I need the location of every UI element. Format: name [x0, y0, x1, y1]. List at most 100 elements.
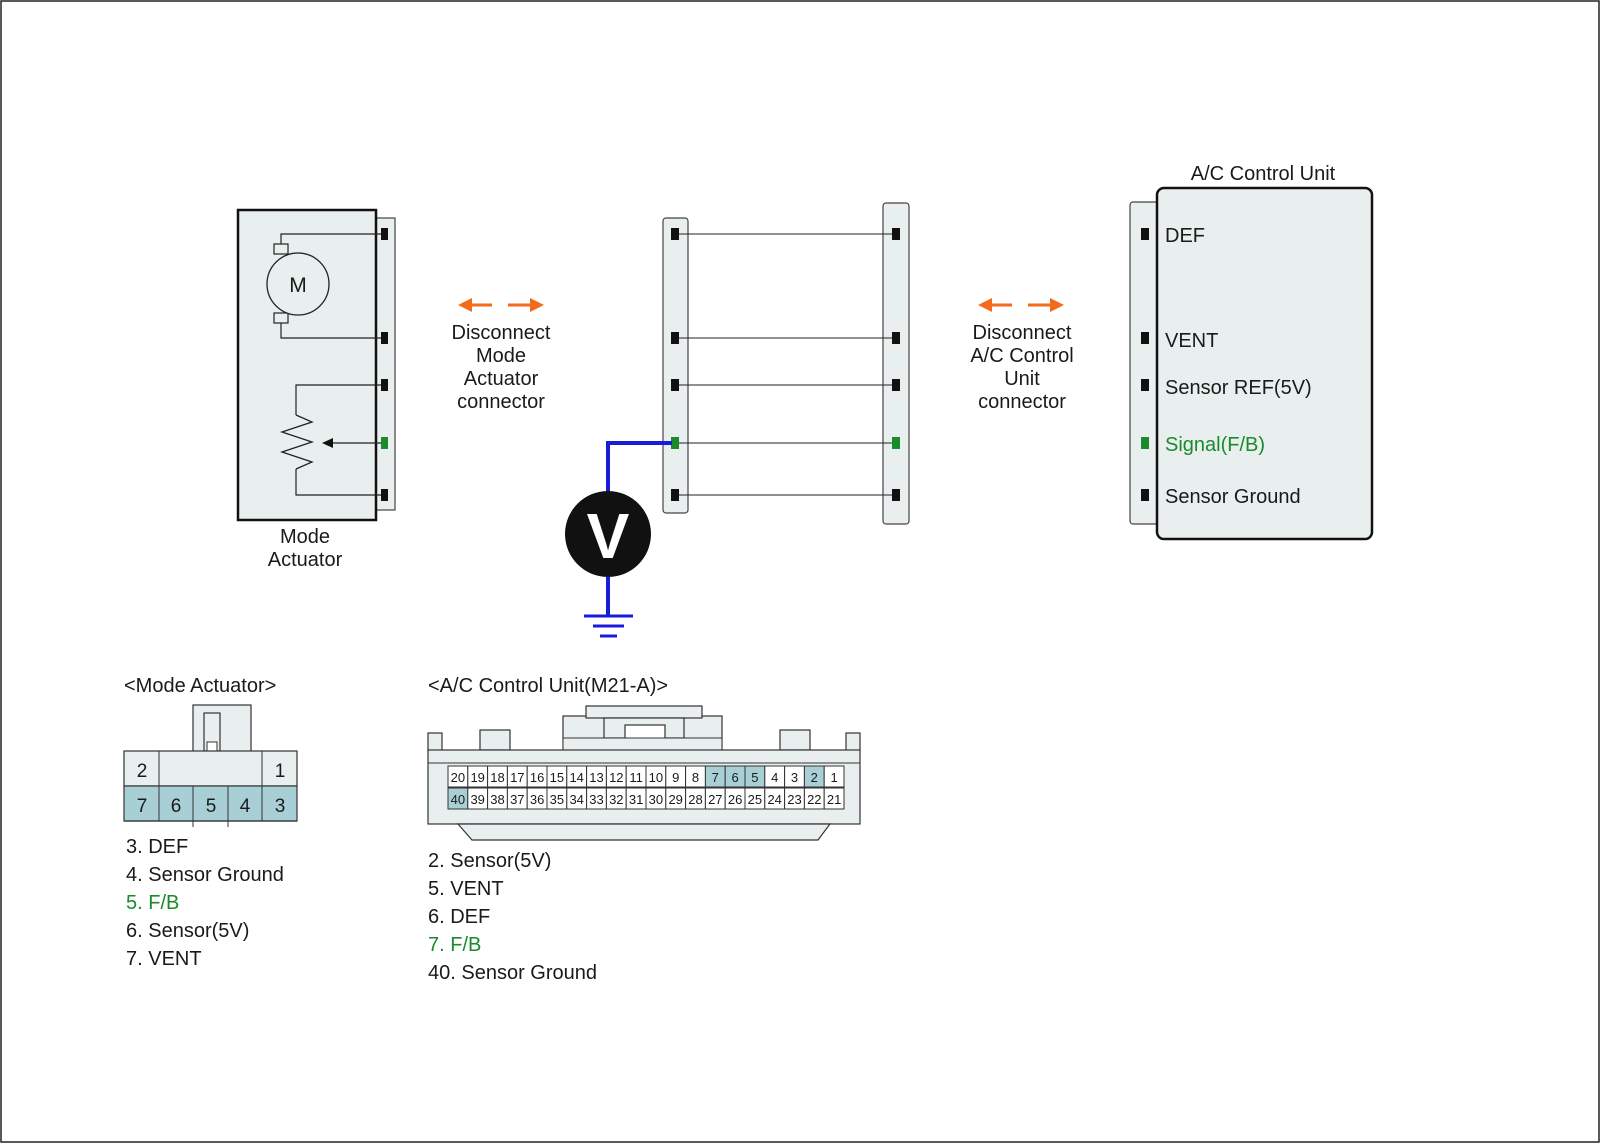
- actuator-label-line2: Actuator: [268, 549, 343, 571]
- ac-pin-number: 40: [451, 792, 465, 807]
- actuator-pin: [381, 379, 388, 391]
- ac-pin-number: 6: [731, 770, 738, 785]
- ac-legend-item: 6. DEF: [428, 906, 490, 928]
- disconnect-right-line: Unit: [1004, 368, 1040, 390]
- disconnect-right-line: Disconnect: [973, 322, 1072, 344]
- disconnect-left-line: Mode: [476, 345, 526, 367]
- actuator-pin-number: 4: [240, 796, 251, 817]
- actuator-pin-number: 3: [275, 796, 286, 817]
- actuator-connector-strip: [375, 217, 396, 511]
- voltmeter-icon: V: [565, 491, 651, 577]
- ac-pin-label-sensor-ref: Sensor REF(5V): [1165, 377, 1312, 399]
- ac-pin-number: 18: [490, 770, 504, 785]
- actuator-connector-face: <Mode Actuator> 2 1 7 6 5 4 3: [123, 675, 298, 827]
- ac-connector-title: <A/C Control Unit(M21-A)>: [428, 675, 668, 697]
- ac-unit-pin: [1141, 379, 1149, 391]
- ac-pin-number: 19: [470, 770, 484, 785]
- double-arrow-icon: [978, 298, 1064, 312]
- ac-pin-label-sensor-ground: Sensor Ground: [1165, 486, 1301, 508]
- actuator-legend: 3. DEF 4. Sensor Ground 5. F/B 6. Sensor…: [126, 836, 284, 970]
- ac-pin-number: 32: [609, 792, 623, 807]
- ac-legend: 2. Sensor(5V) 5. VENT 6. DEF 7. F/B 40. …: [428, 850, 597, 984]
- ac-unit-title: A/C Control Unit: [1191, 163, 1336, 185]
- ac-pin-number: 37: [510, 792, 524, 807]
- ac-pin-label-vent: VENT: [1165, 330, 1218, 352]
- harness-pin: [671, 489, 679, 501]
- ac-pin-number: 29: [668, 792, 682, 807]
- actuator-pin-number: 7: [137, 796, 148, 817]
- ac-pin-number: 25: [748, 792, 762, 807]
- double-arrow-icon: [458, 298, 544, 312]
- ac-pin-number: 33: [589, 792, 603, 807]
- ac-pin-number: 3: [791, 770, 798, 785]
- ac-unit-pin-signal: [1141, 437, 1149, 449]
- ac-pin-number: 38: [490, 792, 504, 807]
- wiring-harness: [662, 202, 910, 525]
- actuator-pin-number: 6: [171, 796, 182, 817]
- actuator-pin-signal: [381, 437, 388, 449]
- ac-unit-pin: [1141, 228, 1149, 240]
- harness-pin-signal: [671, 437, 679, 449]
- actuator-label-line1: Mode: [280, 526, 330, 548]
- ac-pin-label-signal: Signal(F/B): [1165, 434, 1265, 456]
- ac-pin-number: 17: [510, 770, 524, 785]
- harness-connector-left: [662, 217, 689, 514]
- actuator-pin: [381, 332, 388, 344]
- actuator-pin-number: 5: [206, 796, 217, 817]
- ac-unit-connector-strip: [1129, 201, 1159, 525]
- harness-pin: [671, 332, 679, 344]
- ac-pin-number: 36: [530, 792, 544, 807]
- harness-pin: [892, 332, 900, 344]
- ac-pin-number: 20: [451, 770, 465, 785]
- potentiometer-icon: [279, 384, 385, 496]
- disconnect-right-line: connector: [978, 391, 1066, 413]
- actuator-legend-item: 3. DEF: [126, 836, 188, 858]
- ac-legend-item: 40. Sensor Ground: [428, 962, 597, 984]
- ac-pin-number: 21: [827, 792, 841, 807]
- actuator-connector-title: <Mode Actuator>: [124, 675, 276, 697]
- ac-pin-cell: [823, 765, 845, 788]
- ac-pin-number: 39: [470, 792, 484, 807]
- ac-pin-number: 23: [787, 792, 801, 807]
- ac-pin-number: 10: [649, 770, 663, 785]
- ac-control-unit: A/C Control Unit DEF VENT Sensor REF(5V)…: [1129, 163, 1374, 541]
- ac-legend-item: 2. Sensor(5V): [428, 850, 551, 872]
- connector-latch: [192, 704, 252, 753]
- ac-pin-number: 16: [530, 770, 544, 785]
- ac-pin-number: 1: [830, 770, 837, 785]
- ground-icon: [584, 614, 633, 638]
- actuator-pin: [381, 228, 388, 240]
- actuator-pin: [381, 489, 388, 501]
- disconnect-left-line: Actuator: [464, 368, 539, 390]
- actuator-pin-number: 2: [137, 761, 148, 782]
- ac-unit-pin: [1141, 489, 1149, 501]
- ac-pin-cell: [823, 787, 845, 810]
- ac-legend-item: 5. VENT: [428, 878, 504, 900]
- ac-legend-item-fb: 7. F/B: [428, 934, 481, 956]
- actuator-legend-item: 4. Sensor Ground: [126, 864, 284, 886]
- ac-pin-number: 35: [550, 792, 564, 807]
- harness-pin: [671, 379, 679, 391]
- actuator-legend-item-fb: 5. F/B: [126, 892, 179, 914]
- ac-pin-number: 26: [728, 792, 742, 807]
- harness-pin: [892, 489, 900, 501]
- ac-pin-number: 28: [688, 792, 702, 807]
- ac-pin-number: 4: [771, 770, 778, 785]
- harness-connector-right: [882, 202, 910, 525]
- motor-icon: M: [266, 233, 385, 339]
- harness-pin: [671, 228, 679, 240]
- ac-pin-number: 8: [692, 770, 699, 785]
- ac-pin-number: 27: [708, 792, 722, 807]
- ac-pin-number: 11: [629, 770, 643, 785]
- mode-actuator: M Mode Actuator: [236, 208, 396, 571]
- ac-pin-number: 22: [807, 792, 821, 807]
- disconnect-left-line: Disconnect: [452, 322, 551, 344]
- disconnect-right-line: A/C Control: [970, 345, 1073, 367]
- ac-unit-pin: [1141, 332, 1149, 344]
- ac-pin-number: 9: [672, 770, 679, 785]
- ac-pin-number: 2: [811, 770, 818, 785]
